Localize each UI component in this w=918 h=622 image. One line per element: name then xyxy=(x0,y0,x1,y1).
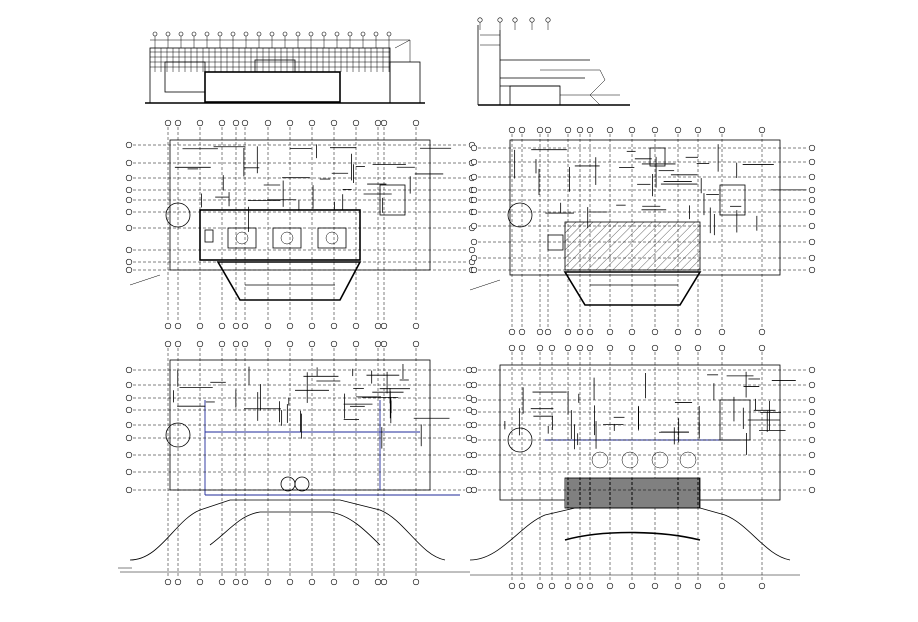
plan-bottom-right xyxy=(469,344,816,590)
front-elevation xyxy=(145,31,425,104)
elevation-grid-bubbles xyxy=(152,31,392,48)
plan-top-left xyxy=(125,119,476,330)
plan-bottom-left xyxy=(118,340,473,586)
section-detail xyxy=(477,17,630,106)
plan-top-right xyxy=(469,126,816,336)
